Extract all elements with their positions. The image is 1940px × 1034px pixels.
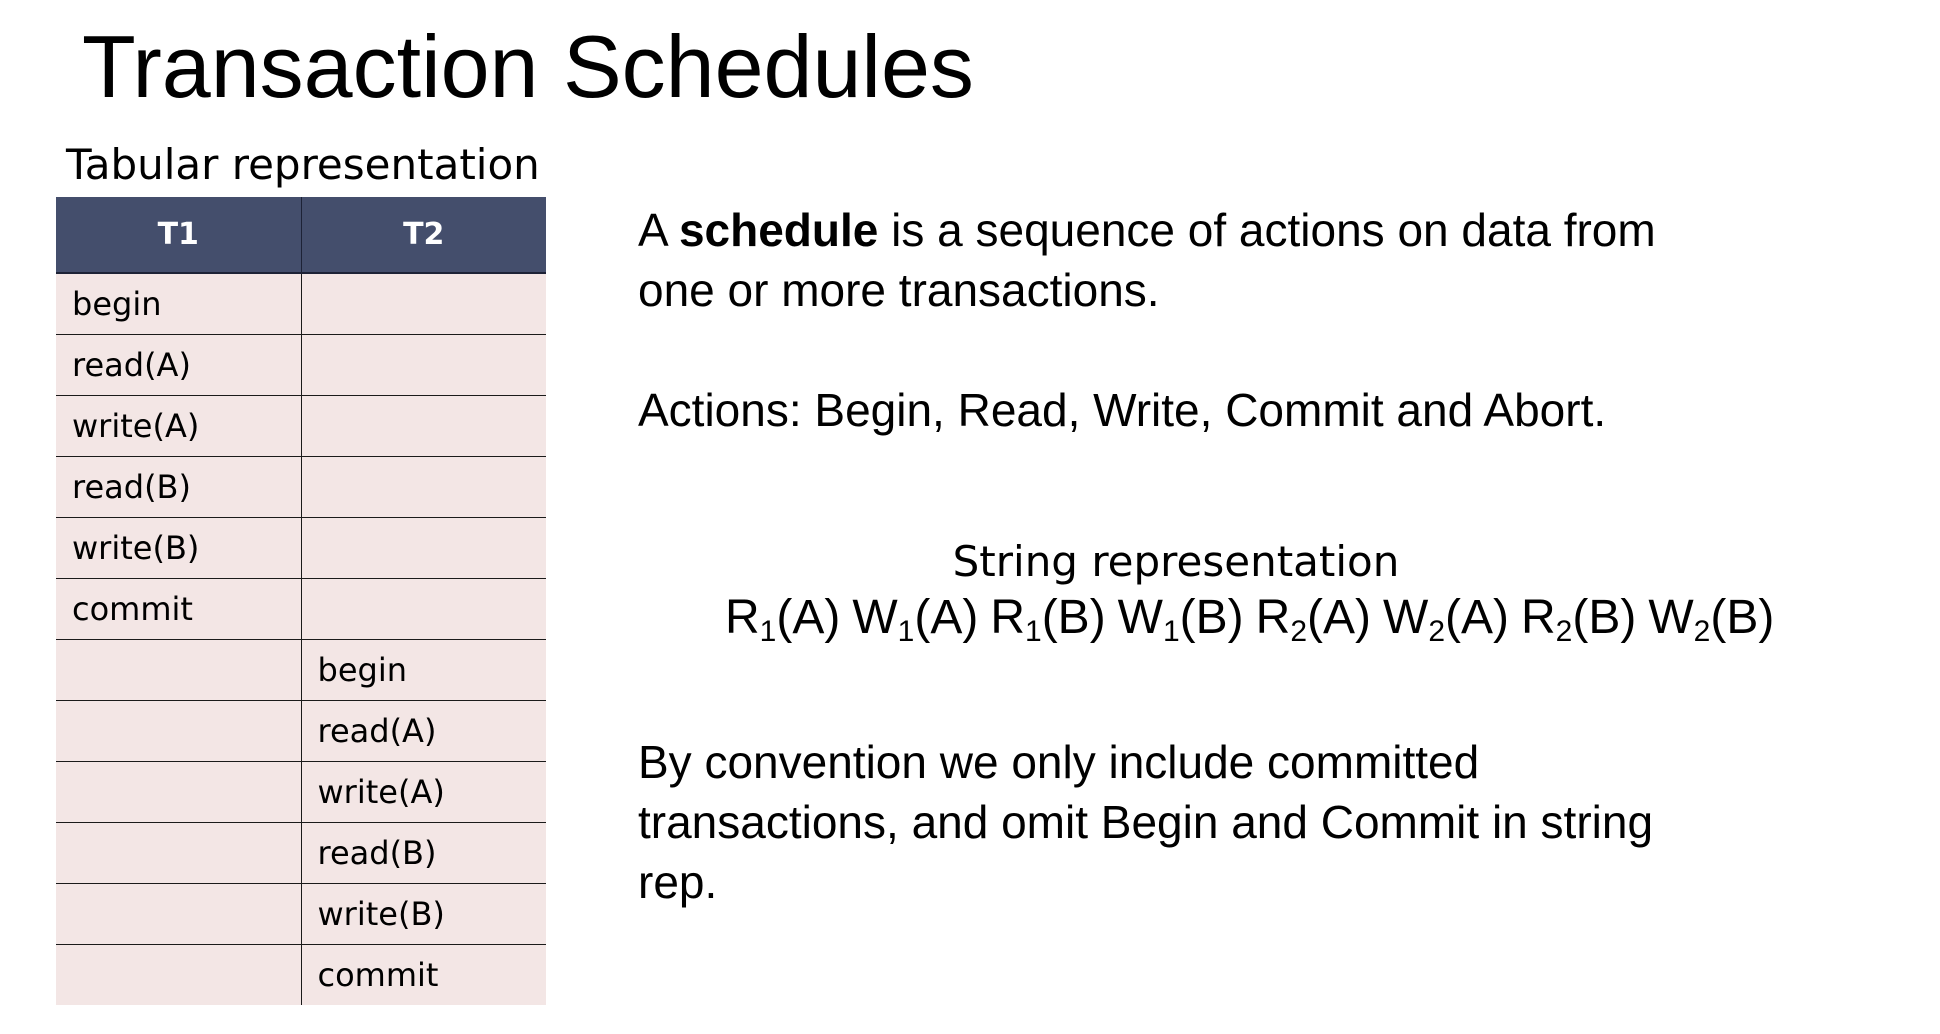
convention-line-3: rep. — [638, 856, 718, 908]
schedule-term: schedule — [678, 204, 879, 256]
t2-cell: write(B) — [301, 883, 546, 945]
schedule-table: T1 T2 begin read(A) write(A) read(B) wri… — [56, 197, 546, 1005]
table-row: commit — [56, 944, 546, 1005]
tabular-caption: Tabular representation — [66, 140, 540, 189]
table-row: begin — [56, 639, 546, 701]
definition-line-1: A schedule is a sequence of actions on d… — [638, 200, 1656, 260]
string-op: R1(B) — [990, 591, 1106, 648]
t2-cell — [301, 456, 546, 518]
string-op: R2(A) — [1255, 591, 1371, 648]
t2-cell: begin — [301, 639, 546, 701]
table-row: read(B) — [56, 456, 546, 518]
t1-cell: write(A) — [56, 395, 302, 457]
definition-prefix: A — [638, 204, 679, 256]
table-row: read(A) — [56, 700, 546, 762]
t1-cell: read(B) — [56, 456, 302, 518]
t1-cell — [56, 761, 302, 823]
string-op: R1(A) — [725, 591, 841, 648]
definition-rest: is a sequence of actions on data from — [878, 204, 1656, 256]
t2-cell — [301, 395, 546, 457]
convention-note: By convention we only include committed … — [638, 732, 1653, 912]
definition-line-2: one or more transactions. — [638, 264, 1160, 316]
header-t2: T2 — [301, 197, 546, 274]
table-row: read(A) — [56, 334, 546, 396]
actions-text: Actions: Begin, Read, Write, Commit and … — [638, 384, 1607, 436]
string-rep: R1(A)W1(A)R1(B)W1(B)R2(A)W2(A)R2(B)W2(B) — [725, 588, 1774, 648]
t1-cell: commit — [56, 578, 302, 640]
string-op: W2(A) — [1383, 591, 1509, 648]
string-op: W1(B) — [1117, 591, 1244, 648]
t2-cell — [301, 578, 546, 640]
t2-cell: read(B) — [301, 822, 546, 884]
t2-cell — [301, 334, 546, 396]
table-row: write(A) — [56, 761, 546, 823]
t1-cell — [56, 700, 302, 762]
table-row: write(B) — [56, 517, 546, 579]
string-rep-caption: String representation — [952, 537, 1400, 586]
string-op: W1(A) — [852, 591, 979, 648]
table-row: commit — [56, 578, 546, 640]
t1-cell — [56, 639, 302, 701]
t1-cell — [56, 822, 302, 884]
table-row: begin — [56, 273, 546, 335]
t1-cell — [56, 944, 302, 1005]
header-t1: T1 — [56, 197, 302, 274]
t2-cell: read(A) — [301, 700, 546, 762]
string-op: R2(B) — [1520, 591, 1637, 648]
t2-cell: write(A) — [301, 761, 546, 823]
t2-cell — [301, 517, 546, 579]
t1-cell: read(A) — [56, 334, 302, 396]
t1-cell: begin — [56, 273, 302, 335]
slide-title: Transaction Schedules — [82, 17, 974, 116]
string-op: W2(B) — [1648, 591, 1775, 648]
t1-cell — [56, 883, 302, 945]
t2-cell: commit — [301, 944, 546, 1005]
table-header-row: T1 T2 — [56, 197, 546, 274]
t2-cell — [301, 273, 546, 335]
schedule-definition: A schedule is a sequence of actions on d… — [638, 200, 1656, 320]
table-row: read(B) — [56, 822, 546, 884]
table-row: write(A) — [56, 395, 546, 457]
convention-line-1: By convention we only include committed — [638, 736, 1480, 788]
t1-cell: write(B) — [56, 517, 302, 579]
convention-line-2: transactions, and omit Begin and Commit … — [638, 796, 1654, 848]
table-row: write(B) — [56, 883, 546, 945]
